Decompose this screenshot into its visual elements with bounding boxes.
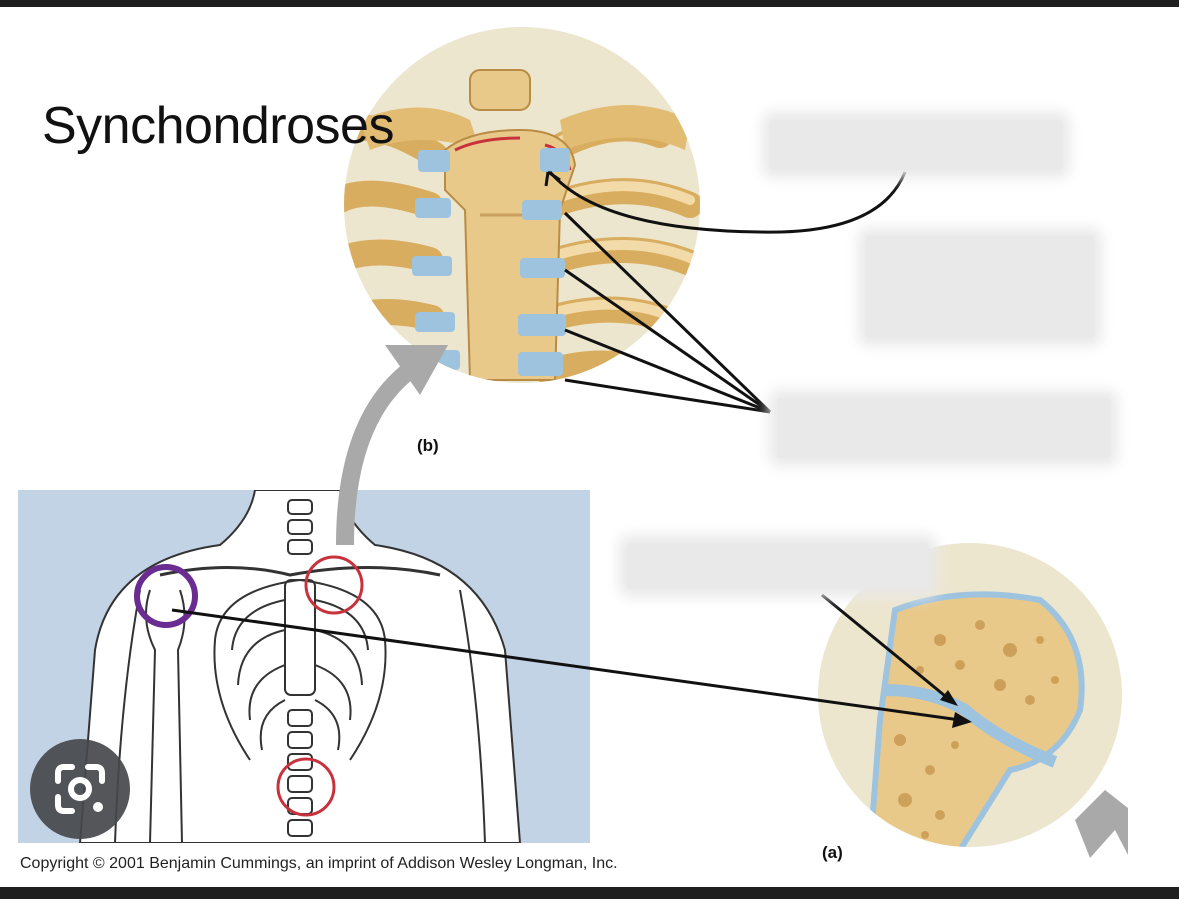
panel-label-b: (b) xyxy=(417,436,439,455)
top-frame-bar xyxy=(0,0,1179,7)
label-box-costal-top[interactable] xyxy=(770,120,1062,170)
label-box-epiphyseal-plate[interactable] xyxy=(627,543,929,589)
copyright-notice: Copyright © 2001 Benjamin Cummings, an i… xyxy=(20,855,618,872)
gray-arrow-to-b xyxy=(336,362,416,546)
highlight-circle-sternocostal xyxy=(304,555,364,615)
bottom-frame-bar xyxy=(0,887,1179,899)
diagram-title: Synchondroses xyxy=(42,97,394,155)
ribcage-detail-illustration xyxy=(344,27,700,383)
bone-head-illustration xyxy=(818,543,1122,847)
highlight-circle-vertebral xyxy=(276,757,336,817)
highlight-circle-humerus xyxy=(134,564,198,628)
label-box-middle[interactable] xyxy=(866,236,1094,338)
panel-label-a: (a) xyxy=(822,843,843,862)
google-lens-icon xyxy=(55,764,105,814)
torso-illustration xyxy=(18,490,590,843)
pointer-lines-b xyxy=(544,170,907,414)
gray-arrow-to-a xyxy=(1075,790,1128,858)
label-box-costal-cartilages[interactable] xyxy=(777,398,1110,458)
pointer-lines-a xyxy=(171,593,972,728)
gray-arrowhead-b xyxy=(385,345,448,395)
google-lens-button[interactable] xyxy=(30,739,130,839)
